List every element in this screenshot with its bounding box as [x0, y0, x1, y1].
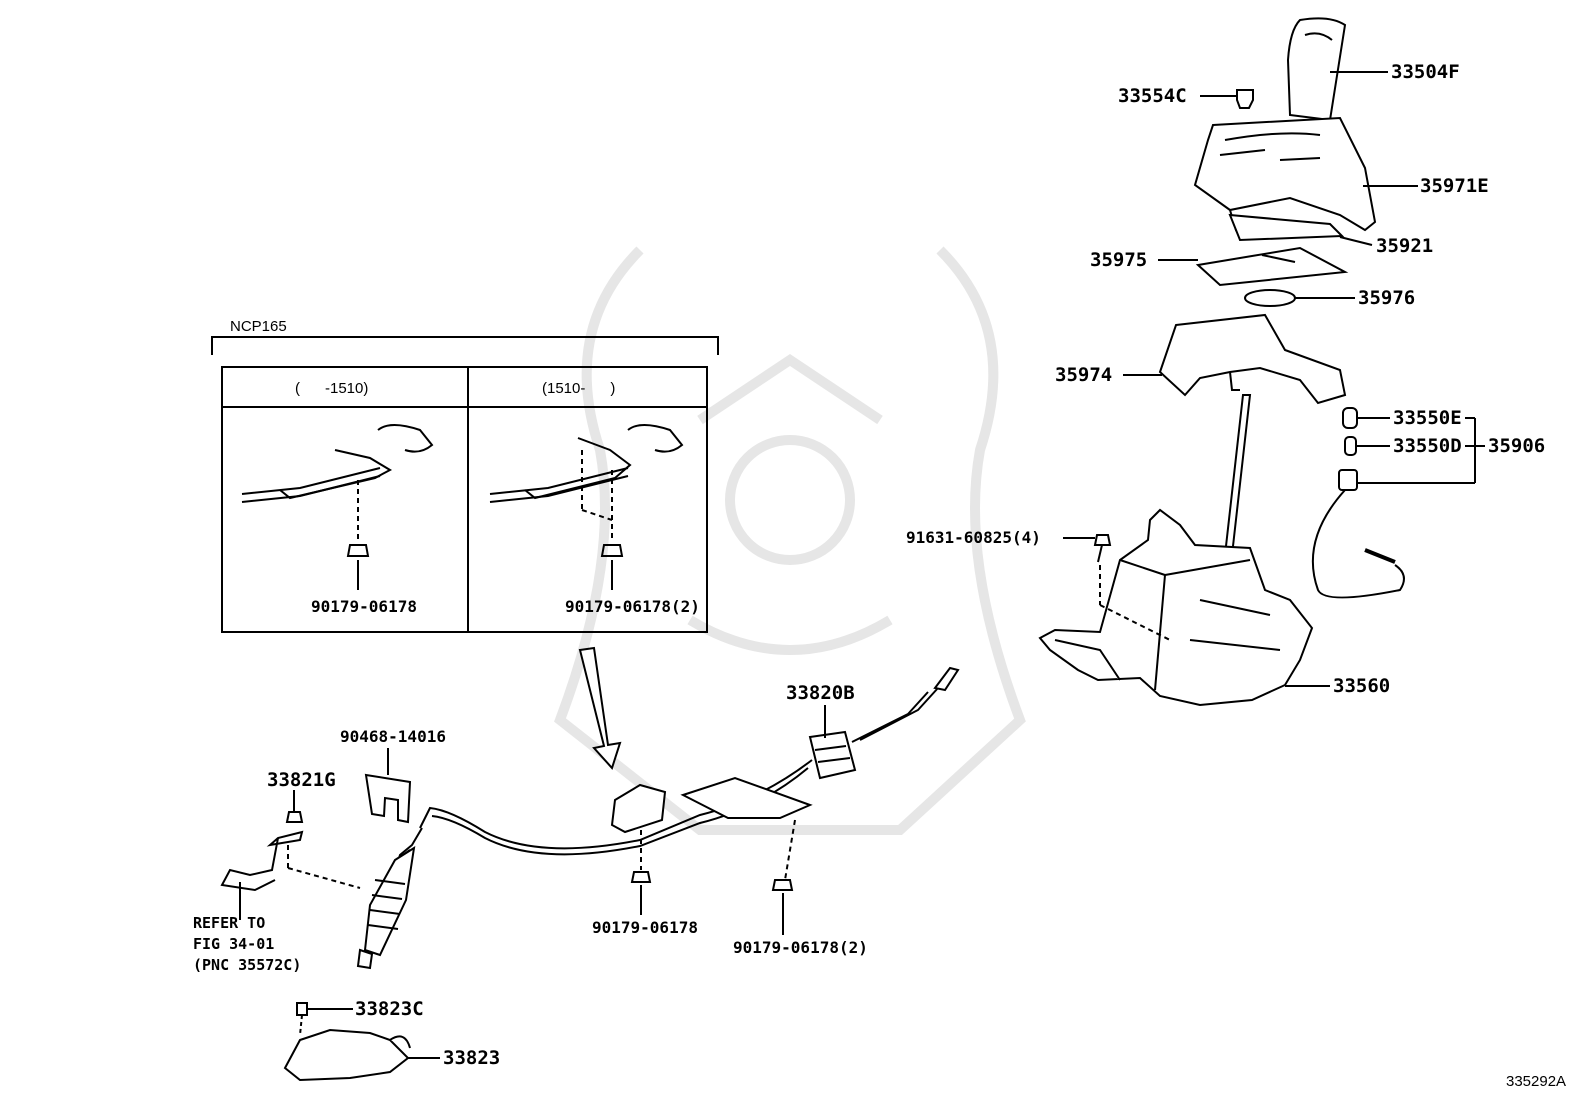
clip-90468-drawing — [364, 773, 412, 824]
part-label-33823: 33823 — [443, 1047, 501, 1069]
part-label-90179-06178-b: 90179-06178(2) — [733, 938, 868, 957]
part-label-90468-14016: 90468-14016 — [340, 727, 446, 746]
shift-lever-drawing — [1223, 394, 1252, 556]
view-arrow — [578, 646, 622, 770]
button-33554C-drawing — [1236, 89, 1254, 109]
part-label-35906: 35906 — [1488, 435, 1546, 457]
inset-right-part-label: 90179-06178(2) — [565, 597, 700, 616]
inset-right-header: (1510- ) — [542, 380, 616, 397]
inset-left-drawing — [241, 424, 434, 590]
part-label-33504F: 33504F — [1391, 61, 1460, 83]
shift-base-33560-drawing — [1038, 508, 1314, 707]
part-label-33550D: 33550D — [1393, 435, 1462, 457]
part-label-91631-60825: 91631-60825(4) — [906, 528, 1041, 547]
part-label-33560: 33560 — [1333, 675, 1391, 697]
shift-cable-drawing — [356, 666, 960, 970]
part-label-35974: 35974 — [1055, 364, 1113, 386]
part-label-33821G: 33821G — [267, 769, 336, 791]
watermark-samurai-logo — [554, 246, 1026, 835]
indicator-plate-drawing — [1195, 246, 1349, 287]
inset-left-header: ( -1510) — [295, 380, 369, 397]
part-label-35976: 35976 — [1358, 287, 1416, 309]
inset-bracket — [211, 336, 719, 633]
leader-lines — [239, 71, 1485, 1059]
disc-35976-drawing — [1244, 289, 1296, 307]
inset-model-label: NCP165 — [230, 318, 287, 335]
shift-knob-drawing — [1286, 17, 1347, 122]
bracket-33823-drawing — [283, 1002, 411, 1082]
nuts-drawing — [630, 871, 794, 912]
bolt-91631-drawing — [1093, 534, 1171, 641]
cover-35974-drawing — [1158, 313, 1347, 405]
part-label-33554C: 33554C — [1118, 85, 1187, 107]
lock-solenoid-drawing — [1311, 407, 1405, 599]
part-label-33823C: 33823C — [355, 998, 424, 1020]
part-label-90179-06178-a: 90179-06178 — [592, 918, 698, 937]
bracket-33821G-drawing — [220, 811, 361, 892]
inset-right-drawing — [489, 424, 684, 590]
part-label-35921: 35921 — [1376, 235, 1434, 257]
part-label-35971E: 35971E — [1420, 175, 1489, 197]
console-bezel-drawing — [1193, 116, 1377, 242]
part-label-35975: 35975 — [1090, 249, 1148, 271]
inset-left-part-label: 90179-06178 — [311, 597, 417, 616]
refer-to-note: REFER TO FIG 34-01 (PNC 35572C) — [193, 914, 302, 974]
part-label-33820B: 33820B — [786, 682, 855, 704]
figure-code: 335292A — [1506, 1073, 1567, 1090]
part-label-33550E: 33550E — [1393, 407, 1462, 429]
